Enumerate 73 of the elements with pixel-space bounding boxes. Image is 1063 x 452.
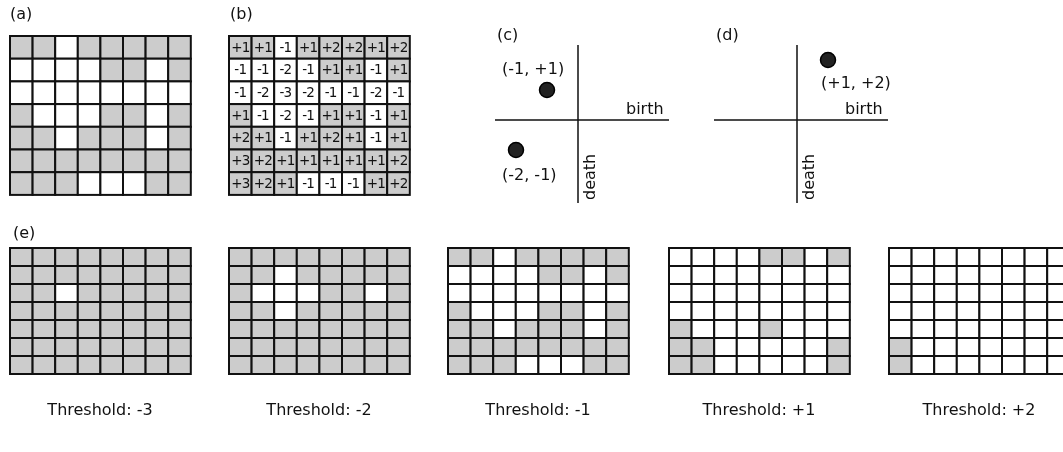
cell-value: +1 bbox=[343, 131, 364, 145]
axis-label: death bbox=[582, 153, 598, 200]
panel-label: (b) bbox=[230, 6, 253, 22]
cell-value: -1 bbox=[278, 40, 293, 54]
axis-label: birth bbox=[845, 101, 883, 117]
cell-value: +3 bbox=[230, 176, 251, 191]
cell-value: +2 bbox=[320, 40, 341, 54]
cell-value: +2 bbox=[343, 40, 364, 54]
cell-value: -2 bbox=[255, 85, 270, 100]
cell-value: +2 bbox=[388, 176, 409, 191]
cell-value: -1 bbox=[323, 85, 338, 100]
cell-value: +1 bbox=[320, 108, 341, 123]
cell-value: -1 bbox=[301, 176, 316, 191]
cell-value: +1 bbox=[297, 131, 319, 145]
cell-value: -2 bbox=[278, 108, 293, 123]
cell-value: +1 bbox=[297, 40, 319, 54]
cell-value: +2 bbox=[320, 131, 341, 145]
cell-value: +3 bbox=[230, 154, 251, 168]
cell-value: +2 bbox=[388, 40, 409, 54]
panel-label: (a) bbox=[10, 6, 33, 22]
cell-value: +1 bbox=[275, 154, 296, 168]
cell-value: +2 bbox=[230, 131, 251, 145]
cell-value: -3 bbox=[278, 85, 293, 100]
cell-value: -1 bbox=[368, 63, 383, 77]
panel-label: (d) bbox=[716, 27, 739, 43]
cell-value: +1 bbox=[252, 40, 274, 54]
axis-label: death bbox=[801, 153, 817, 200]
threshold-caption: Threshold: +2 bbox=[922, 402, 1036, 418]
cell-value: -1 bbox=[301, 108, 316, 123]
cell-value: +1 bbox=[320, 63, 341, 77]
cell-value: -2 bbox=[368, 85, 383, 100]
threshold-caption: Threshold: -1 bbox=[485, 402, 591, 418]
cell-value: +1 bbox=[343, 154, 364, 168]
threshold-caption: Threshold: -2 bbox=[266, 402, 372, 418]
cell-value: +2 bbox=[252, 176, 274, 191]
cell-value: -2 bbox=[278, 63, 293, 77]
cell-value: -1 bbox=[255, 108, 270, 123]
cell-value: +1 bbox=[365, 154, 387, 168]
cell-value: -1 bbox=[346, 176, 361, 191]
cell-value: +1 bbox=[230, 108, 251, 123]
point-label: (-2, -1) bbox=[502, 167, 557, 183]
cell-value: +1 bbox=[275, 176, 296, 191]
cell-value: -1 bbox=[233, 85, 248, 100]
cell-value: +2 bbox=[252, 154, 274, 168]
cell-value: -2 bbox=[301, 85, 316, 100]
point-label: (+1, +2) bbox=[821, 75, 891, 91]
cell-value: -1 bbox=[368, 131, 383, 145]
cell-value: +1 bbox=[388, 108, 409, 123]
axis-label: birth bbox=[626, 101, 664, 117]
cell-value: +1 bbox=[343, 108, 364, 123]
cell-value: +1 bbox=[320, 154, 341, 168]
cell-value: -1 bbox=[278, 131, 293, 145]
panel-label: (c) bbox=[497, 27, 519, 43]
cell-value: -1 bbox=[255, 63, 270, 77]
cell-value: +1 bbox=[297, 154, 319, 168]
cell-value: -1 bbox=[391, 85, 406, 100]
cell-value: -1 bbox=[346, 85, 361, 100]
cell-value: -1 bbox=[233, 63, 248, 77]
cell-value: +1 bbox=[388, 131, 409, 145]
cell-value: +2 bbox=[388, 154, 409, 168]
threshold-caption: Threshold: +1 bbox=[702, 402, 816, 418]
cell-value: -1 bbox=[368, 108, 383, 123]
cell-value: +1 bbox=[365, 40, 387, 54]
cell-value: +1 bbox=[230, 40, 251, 54]
cell-value: +1 bbox=[365, 176, 387, 191]
panel-label: (e) bbox=[13, 225, 36, 241]
point-label: (-1, +1) bbox=[502, 61, 565, 77]
cell-value: +1 bbox=[252, 131, 274, 145]
threshold-caption: Threshold: -3 bbox=[47, 402, 153, 418]
cell-value: +1 bbox=[388, 63, 409, 77]
cell-value: -1 bbox=[301, 63, 316, 77]
cell-value: -1 bbox=[323, 176, 338, 191]
cell-value: +1 bbox=[343, 63, 364, 77]
